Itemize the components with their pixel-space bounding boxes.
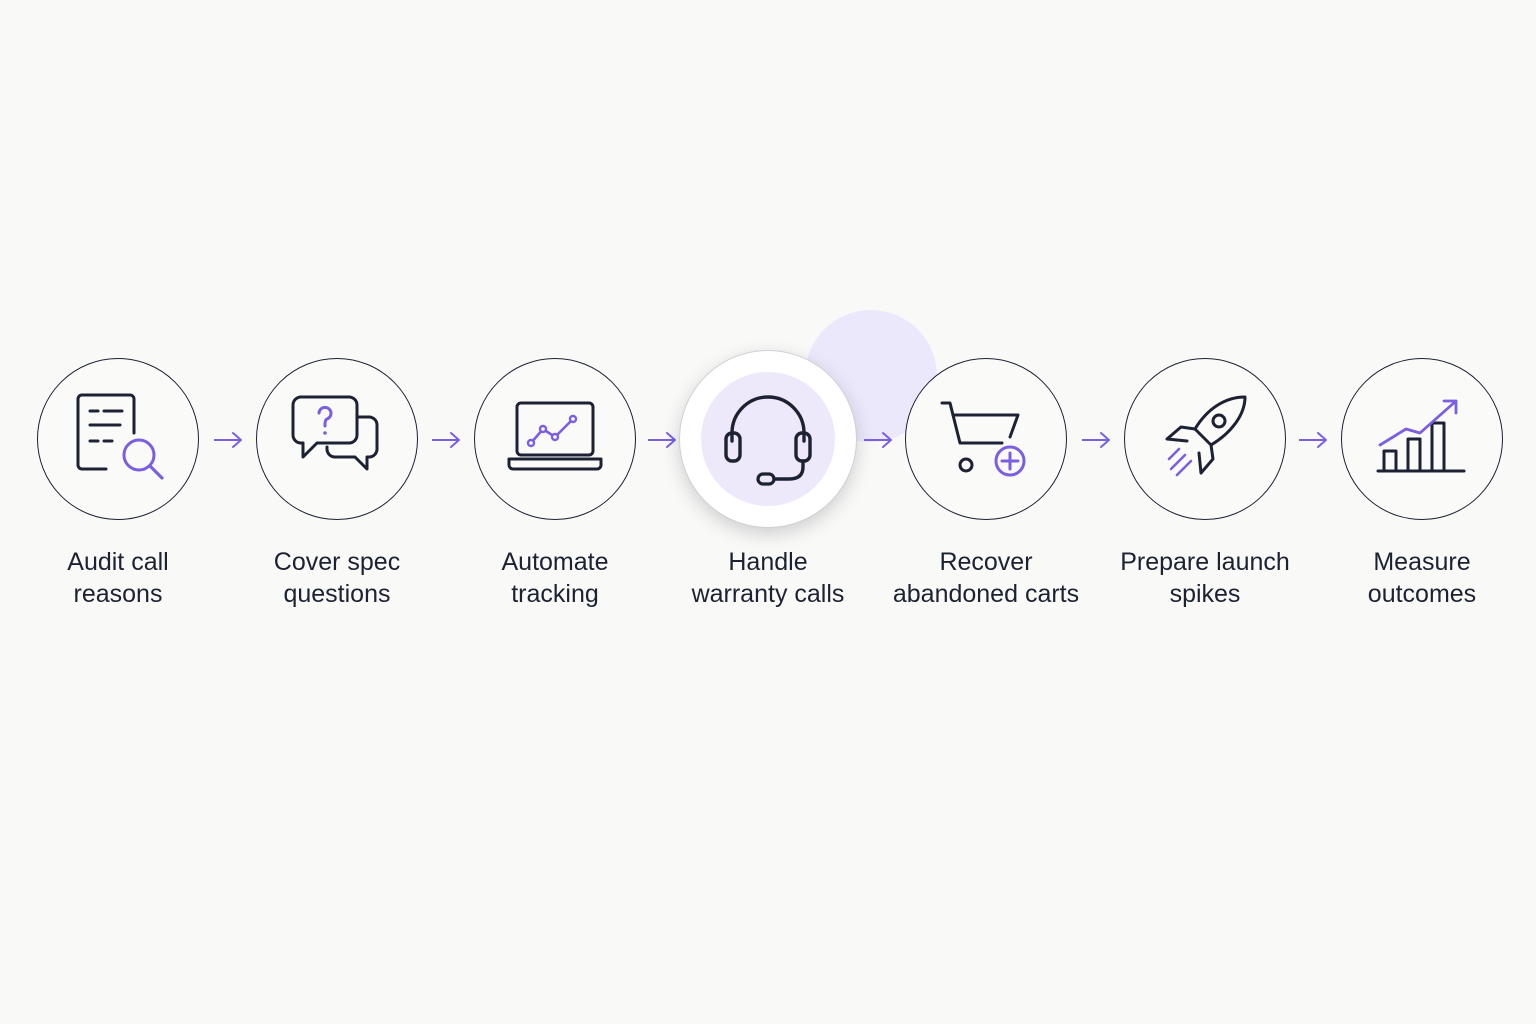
step-circle [905, 358, 1067, 520]
cart-plus-icon [940, 401, 1026, 477]
step-label: Measure outcomes [1367, 548, 1477, 608]
step-circle [474, 358, 636, 520]
step-circle-active [679, 350, 857, 528]
step-handle-warranty-calls[interactable]: Handle warranty calls [663, 310, 937, 610]
arrow-right-icon [645, 430, 679, 450]
laptop-chart-icon [507, 401, 603, 471]
step-prepare-launch-spikes[interactable]: Prepare launch spikes [1100, 358, 1310, 610]
chat-question-icon [291, 395, 379, 471]
step-circle [37, 358, 199, 520]
step-recover-abandoned-carts[interactable]: Recover abandoned carts [881, 358, 1091, 610]
arrow-right-icon [861, 430, 895, 450]
arrow-right-icon [1296, 430, 1330, 450]
arrow-right-icon [1079, 430, 1113, 450]
step-cover-spec-questions[interactable]: Cover spec questions [232, 358, 442, 610]
step-circle [256, 358, 418, 520]
step-automate-tracking[interactable]: Automate tracking [450, 358, 660, 610]
headset-icon [724, 395, 812, 486]
arrow-right-icon [211, 430, 245, 450]
step-label: Cover spec questions [273, 548, 401, 608]
step-audit-call-reasons[interactable]: Audit call reasons [13, 358, 223, 610]
step-label: Recover abandoned carts [892, 548, 1080, 608]
rocket-icon [1165, 395, 1247, 477]
step-circle [1124, 358, 1286, 520]
step-circle [1341, 358, 1503, 520]
step-measure-outcomes[interactable]: Measure outcomes [1317, 358, 1527, 610]
step-label: Handle warranty calls [691, 548, 845, 608]
document-search-icon [76, 393, 164, 480]
step-label: Automate tracking [501, 548, 609, 608]
arrow-right-icon [429, 430, 463, 450]
step-label: Prepare launch spikes [1120, 548, 1290, 608]
growth-chart-icon [1376, 399, 1466, 473]
step-label: Audit call reasons [67, 548, 169, 608]
